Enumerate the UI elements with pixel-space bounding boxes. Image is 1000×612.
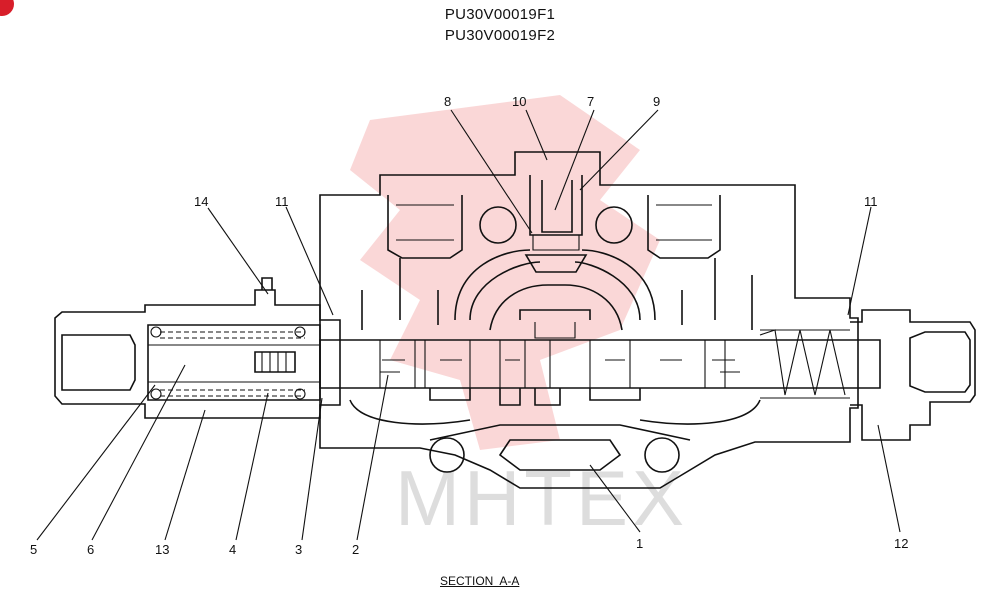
callout-5: 5 xyxy=(30,542,37,557)
callout-9: 9 xyxy=(653,94,660,109)
callout-13: 13 xyxy=(155,542,169,557)
callout-2: 2 xyxy=(352,542,359,557)
right-cap-assembly xyxy=(759,309,976,441)
callout-11-left: 11 xyxy=(275,194,289,209)
callout-14: 14 xyxy=(194,194,208,209)
watermark-text: MHTEX xyxy=(395,454,688,542)
bolt-hole xyxy=(429,437,465,473)
callout-4: 4 xyxy=(229,542,236,557)
callout-1: 1 xyxy=(636,536,643,551)
section-label: SECTION A-A xyxy=(440,574,520,588)
bolt-hole xyxy=(644,437,680,473)
callout-8: 8 xyxy=(444,94,451,109)
callout-11-right: 11 xyxy=(864,194,878,209)
callout-3: 3 xyxy=(295,542,302,557)
bolt-hole xyxy=(595,206,633,244)
left-cap-assembly xyxy=(54,277,341,419)
corner-marker xyxy=(0,0,14,16)
valve-body xyxy=(319,151,859,489)
part-number-2: PU30V00019F2 xyxy=(444,27,556,44)
callout-labels: 14 11 8 10 7 9 11 5 6 13 4 3 2 1 12 xyxy=(30,94,908,557)
part-number-1: PU30V00019F1 xyxy=(444,6,556,23)
callout-7: 7 xyxy=(587,94,594,109)
bolt-hole xyxy=(479,206,517,244)
callout-12: 12 xyxy=(894,536,908,551)
callout-6: 6 xyxy=(87,542,94,557)
callout-10: 10 xyxy=(512,94,526,109)
leader-lines xyxy=(36,109,901,541)
